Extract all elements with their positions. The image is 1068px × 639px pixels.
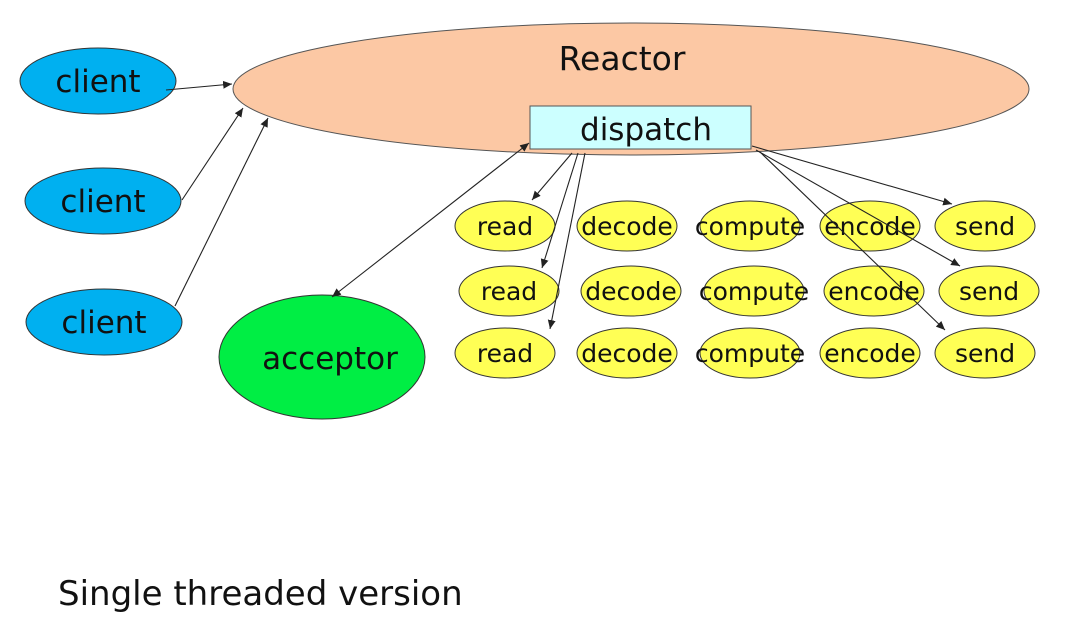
client-node: client [25, 288, 183, 356]
task-label: compute [695, 212, 805, 241]
task-node-decode: decode [580, 265, 682, 317]
task-node-decode: decode [576, 327, 678, 379]
edges [165, 80, 961, 331]
task-label: read [481, 277, 537, 306]
task-label: compute [695, 339, 805, 368]
task-label: decode [581, 339, 673, 368]
acceptor-label: acceptor [262, 341, 398, 377]
client-node: client [24, 167, 182, 235]
task-node-read: read [458, 265, 560, 317]
task-label: decode [581, 212, 673, 241]
task-node-compute: compute [699, 265, 809, 317]
task-grid: read decode compute encode send read decode com… [454, 200, 1040, 379]
edge-client1-reactor [165, 80, 233, 91]
client-label: client [55, 64, 140, 100]
task-label: send [955, 339, 1015, 368]
client-node: client [19, 47, 177, 115]
task-label: send [955, 212, 1015, 241]
edge-dispatch-send2 [755, 149, 961, 267]
reactor-node [232, 22, 1030, 156]
edge-dispatch-send3 [759, 151, 946, 331]
dispatch-node [529, 105, 752, 150]
task-label: encode [824, 212, 916, 241]
task-node-encode: encode [823, 265, 925, 317]
task-node-compute: compute [695, 327, 805, 379]
task-label: encode [824, 339, 916, 368]
reactor-label: Reactor [559, 39, 686, 78]
dispatch-label: dispatch [580, 112, 712, 148]
edge-dispatch-acceptor [331, 142, 530, 298]
task-node-send: send [934, 200, 1036, 252]
task-label: compute [699, 277, 809, 306]
edge-dispatch-read2 [540, 152, 579, 269]
acceptor-node [218, 294, 426, 420]
task-node-compute: compute [695, 200, 805, 252]
client-label: client [60, 184, 145, 220]
task-node-decode: decode [576, 200, 678, 252]
task-label: read [477, 212, 533, 241]
task-node-read: read [454, 327, 556, 379]
task-label: send [959, 277, 1019, 306]
task-label: encode [828, 277, 920, 306]
task-node-encode: encode [819, 327, 921, 379]
task-node-send: send [934, 327, 1036, 379]
task-node-encode: encode [819, 200, 921, 252]
task-node-send: send [938, 265, 1040, 317]
edge-client2-reactor [181, 107, 244, 201]
task-label: decode [585, 277, 677, 306]
task-node-read: read [454, 200, 556, 252]
diagram-caption: Single threaded version [58, 574, 463, 614]
edge-dispatch-read1 [531, 152, 573, 201]
task-label: read [477, 339, 533, 368]
edge-dispatch-read3 [547, 152, 586, 330]
edge-dispatch-send1 [751, 145, 953, 206]
client-label: client [61, 305, 146, 341]
edge-client3-reactor [174, 117, 269, 307]
